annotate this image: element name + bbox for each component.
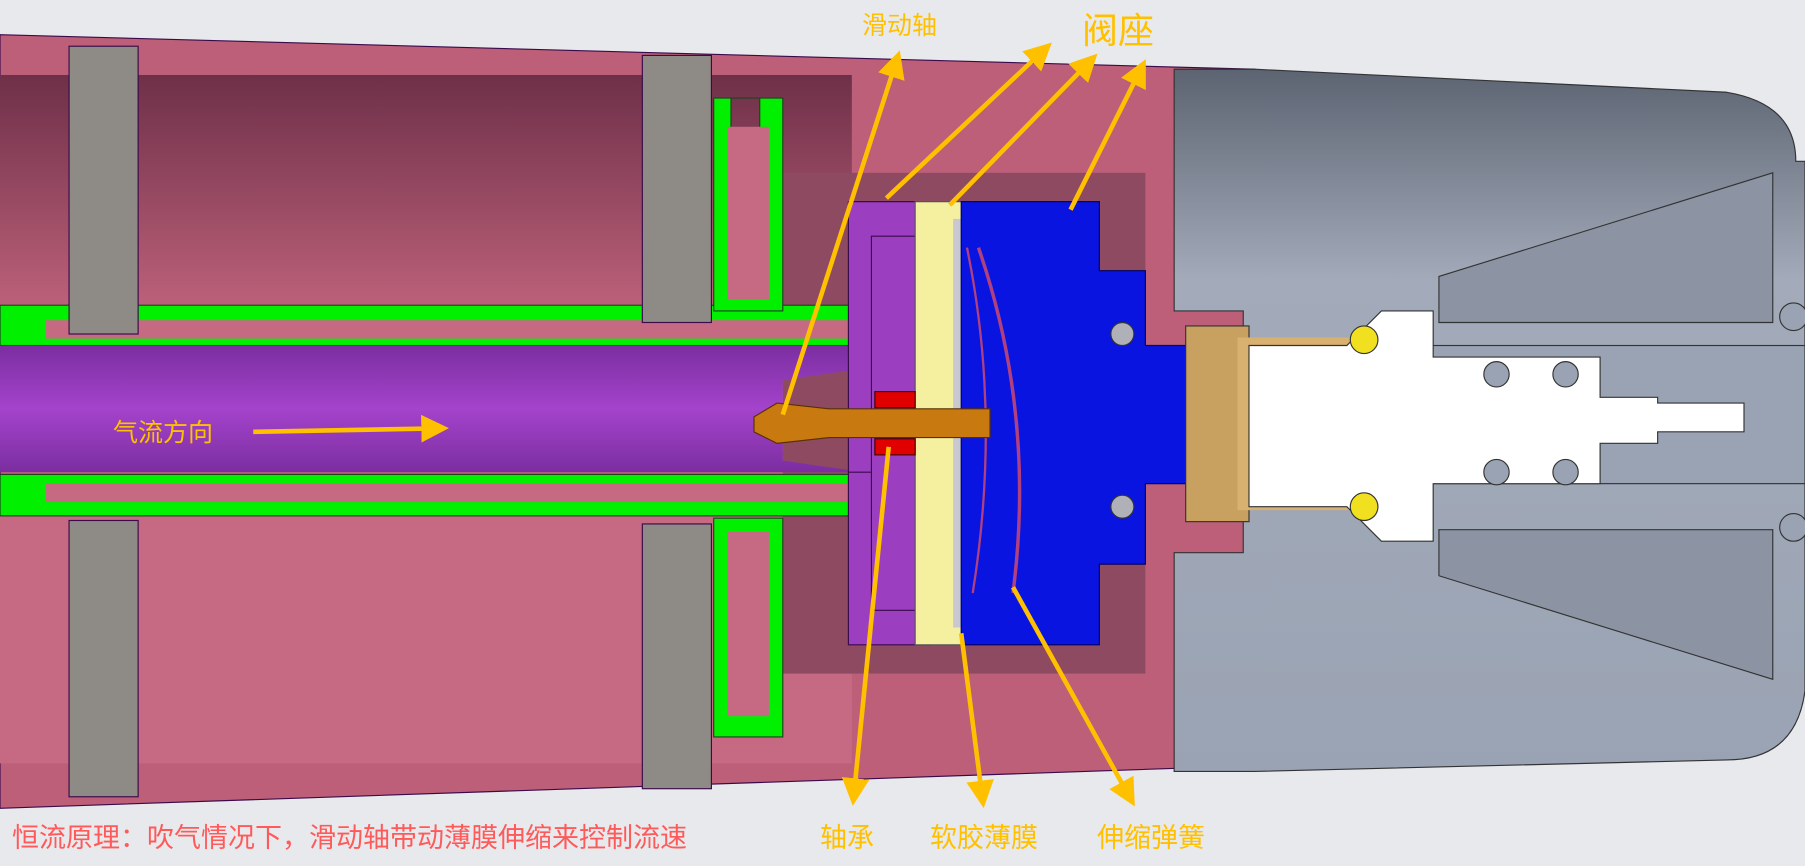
label-bearing: 轴承 bbox=[820, 823, 874, 854]
label-soft-membrane: 软胶薄膜 bbox=[930, 823, 1038, 854]
o-ring bbox=[1552, 361, 1579, 388]
arrow-seat-1 bbox=[884, 42, 1052, 200]
bearing-part bbox=[874, 438, 916, 456]
nozzle-rib-upper bbox=[1438, 172, 1774, 324]
ring-block bbox=[68, 45, 139, 335]
o-ring bbox=[1483, 361, 1510, 388]
o-ring bbox=[1779, 302, 1805, 332]
arrow-bearing bbox=[841, 446, 891, 806]
seal-bracket-upper-inner bbox=[727, 126, 769, 300]
arrow-seat-2 bbox=[948, 53, 1098, 207]
arrow-airflow bbox=[253, 414, 449, 443]
o-ring bbox=[1483, 458, 1510, 486]
principle-caption: 恒流原理：吹气情况下，滑动轴带动薄膜伸缩来控制流速 bbox=[12, 823, 687, 854]
plug bbox=[1248, 310, 1745, 542]
yellow-o-ring bbox=[1349, 325, 1379, 355]
sliding-shaft bbox=[753, 402, 991, 444]
o-ring bbox=[1110, 494, 1135, 519]
seal-lower-gap bbox=[46, 483, 852, 503]
arrow-seat-3 bbox=[1068, 59, 1146, 211]
annotation-arrows bbox=[253, 42, 1146, 809]
label-sliding-shaft: 滑动轴 bbox=[862, 11, 938, 40]
spring-coil bbox=[976, 247, 1022, 594]
airflow-tube bbox=[0, 345, 864, 473]
bearing-part bbox=[874, 390, 916, 409]
label-valve-seat: 阀座 bbox=[1082, 11, 1155, 52]
yellow-o-ring bbox=[1349, 492, 1379, 522]
label-airflow-direction: 气流方向 bbox=[113, 418, 214, 447]
seal-bracket-lower-inner bbox=[727, 531, 769, 717]
nozzle-rib-lower bbox=[1438, 529, 1774, 681]
o-ring bbox=[1779, 513, 1805, 542]
arrow-spring bbox=[1010, 586, 1135, 807]
seal-upper-gap bbox=[46, 320, 852, 339]
ring-block bbox=[68, 519, 139, 798]
ring-block bbox=[641, 54, 712, 324]
ring-block bbox=[641, 523, 712, 790]
arrow-membrane bbox=[958, 633, 994, 809]
label-spring: 伸缩弹簧 bbox=[1097, 823, 1205, 854]
arrow-sliding-shaft bbox=[780, 50, 905, 416]
o-ring bbox=[1110, 321, 1135, 347]
o-ring bbox=[1552, 458, 1579, 486]
